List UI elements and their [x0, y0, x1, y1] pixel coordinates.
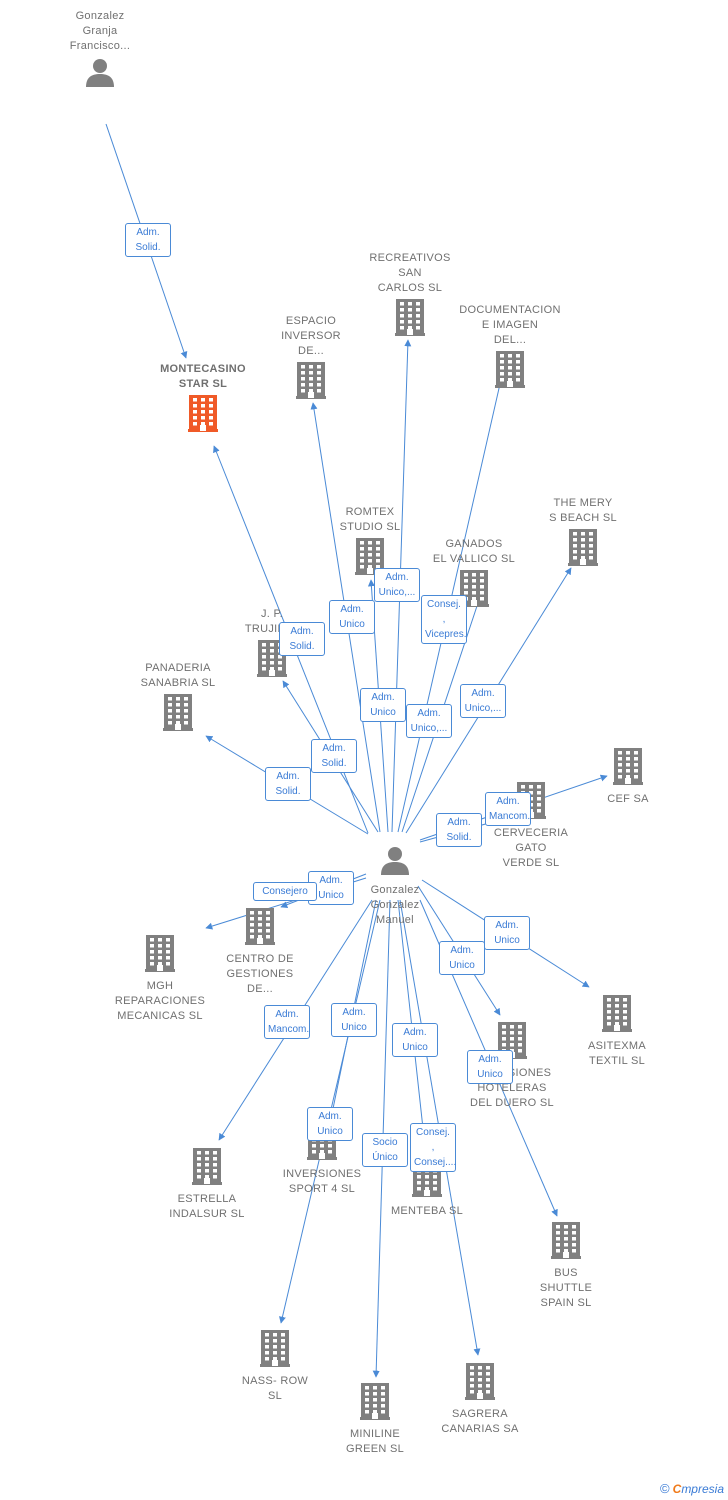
node-label: CERVECERIA GATO VERDE SL: [493, 827, 569, 869]
node-label: CENTRO DE GESTIONES DE...: [226, 953, 294, 995]
building-icon: [245, 907, 275, 950]
building-icon: [260, 1329, 290, 1372]
node-label: ESPACIO INVERSOR DE...: [281, 315, 341, 357]
building-icon: [602, 994, 632, 1037]
node-label: MINILINE GREEN SL: [345, 1428, 405, 1455]
node-label: MENTEBA SL: [390, 1205, 464, 1217]
person-node-gonzalez-granja[interactable]: Gonzalez Granja Francisco...: [35, 9, 165, 93]
brand-logo-text: mpresia: [681, 1482, 724, 1496]
relation-label-menteba[interactable]: Adm. Unico: [392, 1023, 438, 1057]
node-label: MONTECASINO STAR SL: [160, 363, 246, 390]
node-label: BUS SHUTTLE SPAIN SL: [539, 1267, 593, 1309]
node-label: NASS- ROW SL: [241, 1375, 309, 1402]
node-label: SAGRERA CANARIAS SA: [441, 1408, 519, 1435]
node-label: ESTRELLA INDALSUR SL: [169, 1193, 245, 1220]
company-node-centro[interactable]: CENTRO DE GESTIONES DE...: [195, 907, 325, 997]
company-node-sagrera[interactable]: SAGRERA CANARIAS SA: [415, 1362, 545, 1437]
company-node-nass[interactable]: NASS- ROW SL: [210, 1329, 340, 1404]
relation-label-montecasino[interactable]: Adm. Solid.: [125, 223, 171, 257]
company-node-themery[interactable]: THE MERY S BEACH SL: [518, 496, 648, 571]
company-node-documentacion[interactable]: DOCUMENTACION E IMAGEN DEL...: [445, 303, 575, 393]
building-icon: [296, 361, 326, 404]
node-label: INVERSIONES SPORT 4 SL: [282, 1168, 362, 1195]
relation-label-espacio[interactable]: Adm. Unico: [329, 600, 375, 634]
person-node-gonzalez-manuel[interactable]: Gonzalez Gonzalez Manuel: [330, 844, 460, 928]
footer-brand: ©Cmpresia: [660, 1481, 724, 1496]
person-icon: [379, 844, 411, 881]
relation-label-documentacion[interactable]: Consej. , Vicepres.: [421, 595, 467, 644]
node-label: GANADOS EL VALLICO SL: [432, 538, 516, 565]
node-label: CEF SA: [607, 793, 649, 805]
relation-label-bus[interactable]: Adm. Unico: [467, 1050, 513, 1084]
person-icon: [84, 56, 116, 93]
node-label: Gonzalez Gonzalez Manuel: [370, 884, 420, 926]
building-icon: [188, 394, 218, 437]
company-node-bus[interactable]: BUS SHUTTLE SPAIN SL: [501, 1221, 631, 1311]
node-label: MGH REPARACIONES MECANICAS SL: [114, 980, 206, 1022]
relation-label-asitexma[interactable]: Adm. Unico: [484, 916, 530, 950]
building-icon: [355, 537, 385, 580]
node-label: Gonzalez Granja Francisco...: [69, 10, 131, 52]
building-icon: [495, 350, 525, 393]
building-icon: [192, 1147, 222, 1190]
company-node-romtex[interactable]: ROMTEX STUDIO SL: [305, 505, 435, 580]
building-icon: [360, 1382, 390, 1425]
company-node-jptrujillo[interactable]: J. P. TRUJILLO: [207, 607, 337, 682]
relation-label-cef[interactable]: Adm. Mancom.: [485, 792, 531, 826]
node-label: RECREATIVOS SAN CARLOS SL: [369, 252, 451, 294]
relation-label-themery[interactable]: Adm. Unico,...: [460, 684, 506, 718]
relation-label-estrella[interactable]: Adm. Mancom.: [264, 1005, 310, 1039]
company-node-cef[interactable]: CEF SA: [563, 747, 693, 807]
relation-label-inversiones-sport[interactable]: Adm. Unico: [331, 1003, 377, 1037]
relation-label-panaderia[interactable]: Adm. Solid.: [265, 767, 311, 801]
relation-label-jptrujillo[interactable]: Adm. Solid.: [311, 739, 357, 773]
company-node-miniline[interactable]: MINILINE GREEN SL: [310, 1382, 440, 1457]
relation-label-inversiones-hoteleras[interactable]: Adm. Unico: [439, 941, 485, 975]
copyright-symbol: ©: [660, 1481, 670, 1496]
relation-label-mgh[interactable]: Consejero: [253, 882, 317, 901]
company-node-mgh[interactable]: MGH REPARACIONES MECANICAS SL: [95, 934, 225, 1024]
relation-label-romtex[interactable]: Adm. Unico: [360, 688, 406, 722]
building-icon: [568, 528, 598, 571]
node-label: ROMTEX STUDIO SL: [339, 506, 401, 533]
relation-label-recreativos[interactable]: Adm. Unico,...: [374, 568, 420, 602]
relation-label-ganados[interactable]: Adm. Unico,...: [406, 704, 452, 738]
company-node-panaderia[interactable]: PANADERIA SANABRIA SL: [113, 661, 243, 736]
node-label: PANADERIA SANABRIA SL: [140, 662, 216, 689]
node-label: ASITEXMA TEXTIL SL: [587, 1040, 647, 1067]
building-icon: [465, 1362, 495, 1405]
company-node-asitexma[interactable]: ASITEXMA TEXTIL SL: [552, 994, 682, 1069]
company-node-montecasino[interactable]: MONTECASINO STAR SL: [138, 362, 268, 437]
relation-label-montecasino[interactable]: Adm. Solid.: [279, 622, 325, 656]
company-node-recreativos[interactable]: RECREATIVOS SAN CARLOS SL: [345, 251, 475, 341]
company-node-espacio[interactable]: ESPACIO INVERSOR DE...: [246, 314, 376, 404]
building-icon: [613, 747, 643, 790]
relation-label-miniline[interactable]: Socio Único: [362, 1133, 408, 1167]
relation-label-cerveceria[interactable]: Adm. Solid.: [436, 813, 482, 847]
relation-label-sagrera[interactable]: Consej. , Consej....: [410, 1123, 456, 1172]
building-icon: [395, 298, 425, 341]
company-node-estrella[interactable]: ESTRELLA INDALSUR SL: [142, 1147, 272, 1222]
company-node-ganados[interactable]: GANADOS EL VALLICO SL: [409, 537, 539, 612]
building-icon: [163, 693, 193, 736]
building-icon: [551, 1221, 581, 1264]
relation-label-nass[interactable]: Adm. Unico: [307, 1107, 353, 1141]
node-label: DOCUMENTACION E IMAGEN DEL...: [459, 304, 561, 346]
node-label: THE MERY S BEACH SL: [549, 497, 617, 524]
building-icon: [145, 934, 175, 977]
brand-logo-letter: C: [672, 1482, 682, 1496]
